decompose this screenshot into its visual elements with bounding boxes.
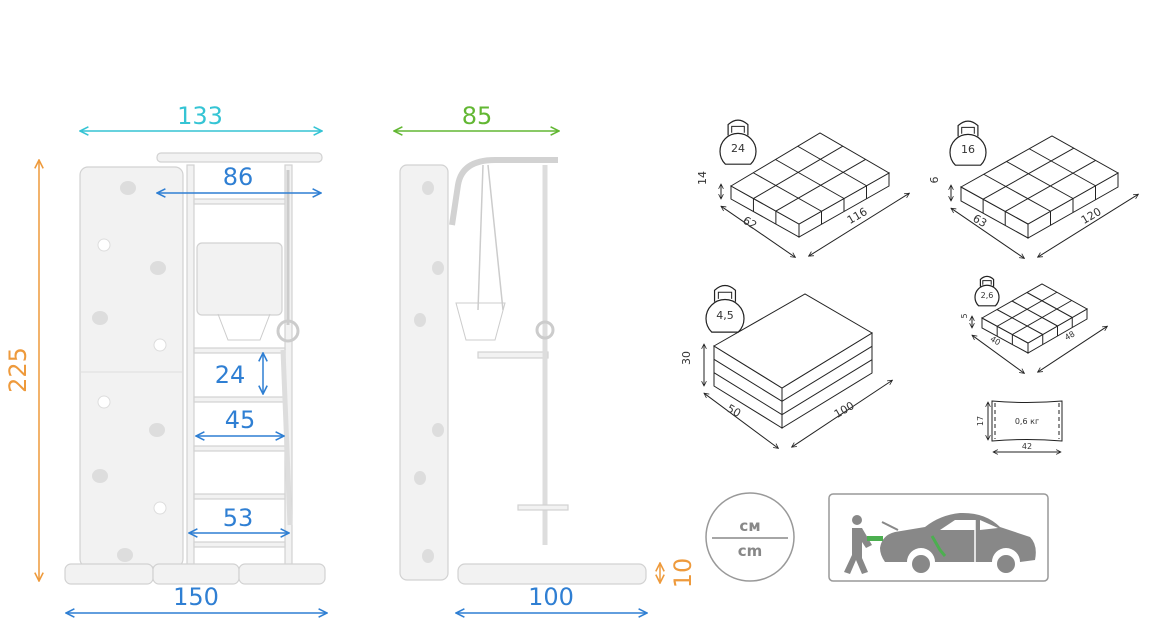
package-2 bbox=[949, 120, 1138, 258]
ladder-left-rail bbox=[186, 164, 195, 566]
package-3 bbox=[704, 284, 892, 449]
package-3-width: 50 bbox=[724, 402, 743, 420]
kettlebell-icon bbox=[705, 284, 745, 333]
dim-step-24: 24 bbox=[215, 361, 246, 389]
package-5-height: 17 bbox=[976, 416, 985, 426]
package-2-weight: 16 bbox=[961, 143, 975, 156]
package-4-length: 48 bbox=[1063, 329, 1076, 342]
kettlebell-icon bbox=[974, 275, 1000, 307]
small-bag-package bbox=[988, 400, 1063, 452]
dim-width-133: 133 bbox=[177, 102, 223, 130]
package-4-height: 5 bbox=[960, 313, 969, 318]
package-4 bbox=[972, 275, 1107, 373]
package-5-weight: 0,6 кг bbox=[1015, 417, 1039, 426]
side-dimensions: 85 100 10 bbox=[394, 102, 697, 613]
mat-2 bbox=[152, 563, 240, 585]
climbing-holds bbox=[92, 181, 166, 562]
package-3-weight: 4,5 bbox=[716, 309, 734, 322]
mat-1 bbox=[64, 563, 154, 585]
package-2-width: 63 bbox=[970, 212, 989, 230]
dim-ladder-53: 53 bbox=[223, 504, 254, 532]
mat-3 bbox=[238, 563, 326, 585]
package-4-weight: 2,6 bbox=[981, 291, 994, 300]
dim-bar-86: 86 bbox=[223, 163, 254, 191]
car-loading-icon bbox=[828, 493, 1049, 582]
top-bar bbox=[156, 152, 323, 163]
dim-depth-85: 85 bbox=[462, 102, 493, 130]
dim-mat-height-10: 10 bbox=[669, 558, 697, 589]
basketball-backboard bbox=[196, 242, 283, 316]
package-1-width: 62 bbox=[740, 214, 759, 232]
package-5-width: 42 bbox=[1022, 442, 1032, 451]
packages bbox=[704, 119, 1138, 449]
side-wall-panel bbox=[399, 164, 449, 581]
dim-mat-150: 150 bbox=[173, 583, 219, 611]
dim-height-225: 225 bbox=[4, 347, 32, 393]
package-4-width: 40 bbox=[989, 334, 1002, 347]
package-3-height: 30 bbox=[680, 351, 693, 365]
basketball-net bbox=[217, 313, 271, 341]
unit-en: cm bbox=[738, 542, 763, 560]
package-3-length: 100 bbox=[832, 399, 857, 421]
kettlebell-icon bbox=[949, 120, 987, 166]
rope bbox=[280, 349, 293, 526]
kettlebell-icon bbox=[719, 119, 757, 165]
side-view-product bbox=[399, 157, 647, 585]
package-2-height: 6 bbox=[928, 177, 941, 184]
package-1 bbox=[719, 119, 909, 257]
climbing-wall-panel bbox=[79, 166, 184, 568]
unit-ru: см bbox=[739, 517, 760, 535]
package-1-weight: 24 bbox=[731, 142, 745, 155]
side-basket bbox=[455, 302, 506, 341]
dim-mat-100: 100 bbox=[528, 583, 574, 611]
ladder-rungs bbox=[193, 198, 286, 548]
trapeze-bar bbox=[477, 351, 549, 359]
gym-ring bbox=[276, 319, 300, 343]
front-view-product bbox=[64, 152, 326, 585]
package-1-height: 14 bbox=[696, 171, 709, 185]
side-top-bar bbox=[449, 157, 558, 226]
front-dimensions: 133 86 225 24 45 53 150 bbox=[4, 102, 327, 613]
unit-cm-icon: см cm bbox=[705, 492, 795, 582]
dim-ladder-45: 45 bbox=[225, 406, 256, 434]
side-mat bbox=[457, 563, 647, 585]
